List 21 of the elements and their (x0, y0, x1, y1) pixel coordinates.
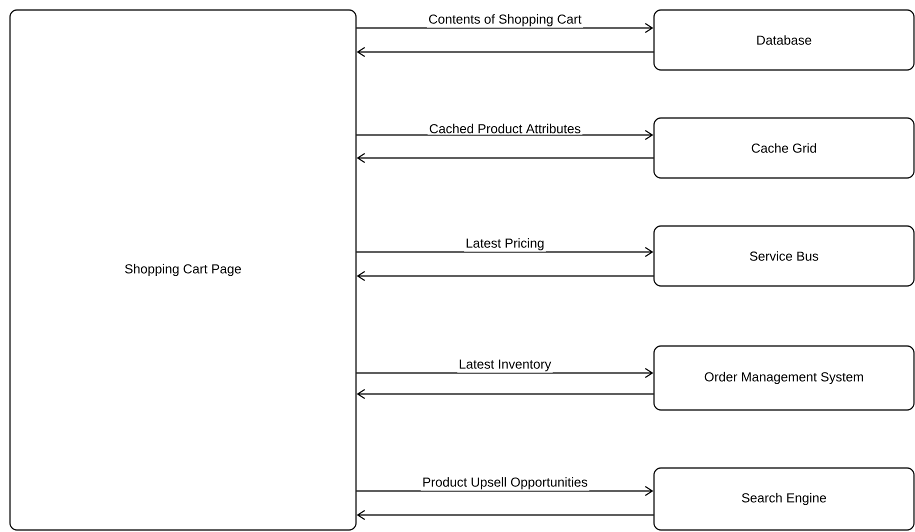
system-box: Service Bus (653, 225, 915, 287)
system-box: Cache Grid (653, 117, 915, 179)
edge-label: Contents of Shopping Cart (426, 12, 584, 28)
edge-label: Latest Inventory (457, 358, 553, 373)
arrow (356, 510, 654, 520)
arrow (356, 486, 654, 496)
arrow (356, 47, 654, 57)
edge-label: Latest Pricing (464, 236, 546, 252)
edge-label: Product Upsell Opportunities (420, 476, 590, 491)
page-box: Shopping Cart Page (9, 9, 357, 531)
arrow (356, 23, 654, 33)
arrow (356, 247, 654, 257)
arrow (356, 271, 654, 281)
system-box: Search Engine (653, 467, 915, 531)
system-box: Database (653, 9, 915, 71)
arrow (356, 368, 654, 378)
arrow (356, 130, 654, 140)
system-box: Order Management System (653, 345, 915, 411)
arrow (356, 153, 654, 163)
edge-label: Cached Product Attributes (428, 122, 582, 135)
arrow (356, 388, 654, 399)
